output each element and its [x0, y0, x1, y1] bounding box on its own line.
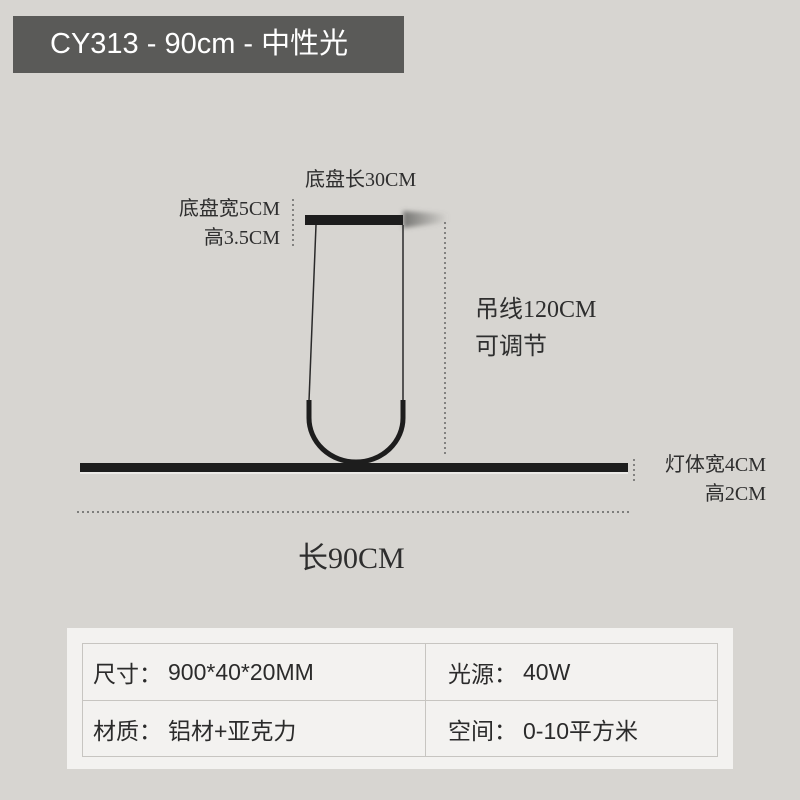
- cable-adjustable-label: 可调节: [475, 334, 547, 360]
- body-height-label: 高2CM: [704, 483, 766, 505]
- spec-label: 光源：: [448, 661, 517, 687]
- cable-length-label: 吊线120CM: [475, 297, 597, 323]
- spec-value: 40W: [523, 658, 571, 685]
- spec-table: 尺寸： 900*40*20MM 光源： 40W 材质： 铝材+亚克力 空间： 0…: [82, 643, 718, 757]
- spec-cell-size: 尺寸： 900*40*20MM: [83, 644, 425, 700]
- spec-cell-material: 材质： 铝材+亚克力: [83, 701, 425, 757]
- base-length-label: 底盘长30CM: [305, 169, 417, 191]
- canopy-shadow: [403, 211, 448, 228]
- u-connector: [306, 400, 406, 465]
- body-width-label: 灯体宽4CM: [664, 454, 766, 476]
- light-bar: [80, 463, 628, 472]
- product-title: CY313 - 90cm - 中性光: [50, 28, 349, 60]
- base-width-label: 底盘宽5CM: [178, 198, 280, 220]
- spec-label: 空间：: [448, 718, 517, 744]
- spec-cell-space: 空间： 0-10平方米: [426, 701, 717, 757]
- spec-value: 0-10平方米: [523, 718, 639, 744]
- suspension-wire-left: [308, 224, 317, 402]
- table-row-divider: [83, 700, 717, 701]
- spec-label: 尺寸：: [93, 661, 162, 687]
- spec-value: 铝材+亚克力: [168, 718, 297, 744]
- light-bar-diffuser: [80, 472, 628, 474]
- base-height-label: 高3.5CM: [203, 227, 280, 249]
- spec-label: 材质：: [93, 718, 162, 744]
- spec-cell-power: 光源： 40W: [426, 644, 717, 700]
- spec-value: 900*40*20MM: [168, 658, 314, 685]
- spec-panel: 尺寸： 900*40*20MM 光源： 40W 材质： 铝材+亚克力 空间： 0…: [67, 628, 733, 769]
- title-bar: CY313 - 90cm - 中性光: [13, 16, 404, 73]
- total-length-label: 长90CM: [298, 542, 405, 575]
- ceiling-canopy: [305, 215, 403, 225]
- table-column-divider: [425, 644, 426, 756]
